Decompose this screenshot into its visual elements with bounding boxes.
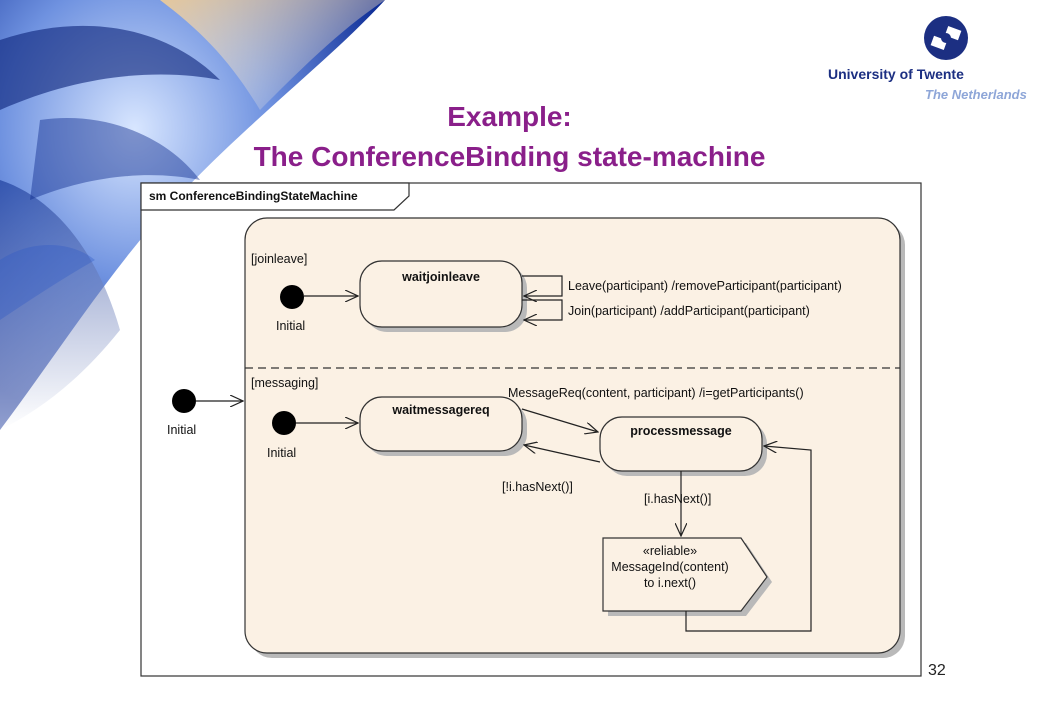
frame-label-tab [140, 182, 410, 211]
guard-not-has-next-label: [!i.hasNext()] [502, 480, 573, 494]
transition-join-label: Join(participant) /addParticipant(partic… [568, 304, 810, 318]
transition-not-has-next [524, 445, 601, 463]
transition-messagereq [521, 408, 598, 432]
university-logo: University of Twente The Netherlands [820, 14, 1035, 104]
region2-initial-node[interactable] [272, 411, 296, 435]
state-waitjoinleave[interactable] [359, 260, 523, 328]
region2-initial-label: Initial [267, 446, 296, 460]
guard-has-next-label: [i.hasNext()] [644, 492, 711, 506]
self-transition-join [522, 299, 563, 320]
page-number: 32 [928, 662, 946, 679]
outer-initial-label: Initial [167, 423, 196, 437]
send-signal-target: to i.next() [644, 576, 696, 590]
state-waitmessagereq-label: waitmessagereq [391, 403, 489, 417]
logo-name: University of Twente [828, 66, 964, 82]
region-messaging-guard: [messaging] [251, 376, 318, 390]
transition-loop-back [685, 446, 812, 632]
send-signal-action[interactable] [602, 537, 768, 612]
self-transition-leave [522, 275, 563, 296]
state-waitjoinleave-label: waitjoinleave [401, 270, 480, 284]
send-signal-stereotype: «reliable» [643, 544, 697, 558]
slide-title-line1: Example: [447, 101, 572, 132]
region-joinleave-guard: [joinleave] [251, 252, 307, 266]
region1-initial-node[interactable] [280, 285, 304, 309]
region1-initial-label: Initial [276, 319, 305, 333]
outer-initial-node[interactable] [172, 389, 196, 413]
transition-leave-label: Leave(participant) /removeParticipant(pa… [568, 279, 842, 293]
university-emblem-icon [924, 16, 968, 60]
state-waitmessagereq[interactable] [359, 396, 523, 452]
frame-label: sm ConferenceBindingStateMachine [149, 189, 358, 203]
slide-title-line2: The ConferenceBinding state-machine [253, 141, 766, 172]
transition-messagereq-label: MessageReq(content, participant) /i=getP… [508, 386, 804, 400]
state-processmessage-label: processmessage [630, 424, 732, 438]
send-signal-message: MessageInd(content) [611, 560, 728, 574]
logo-subtitle: The Netherlands [925, 87, 1027, 102]
